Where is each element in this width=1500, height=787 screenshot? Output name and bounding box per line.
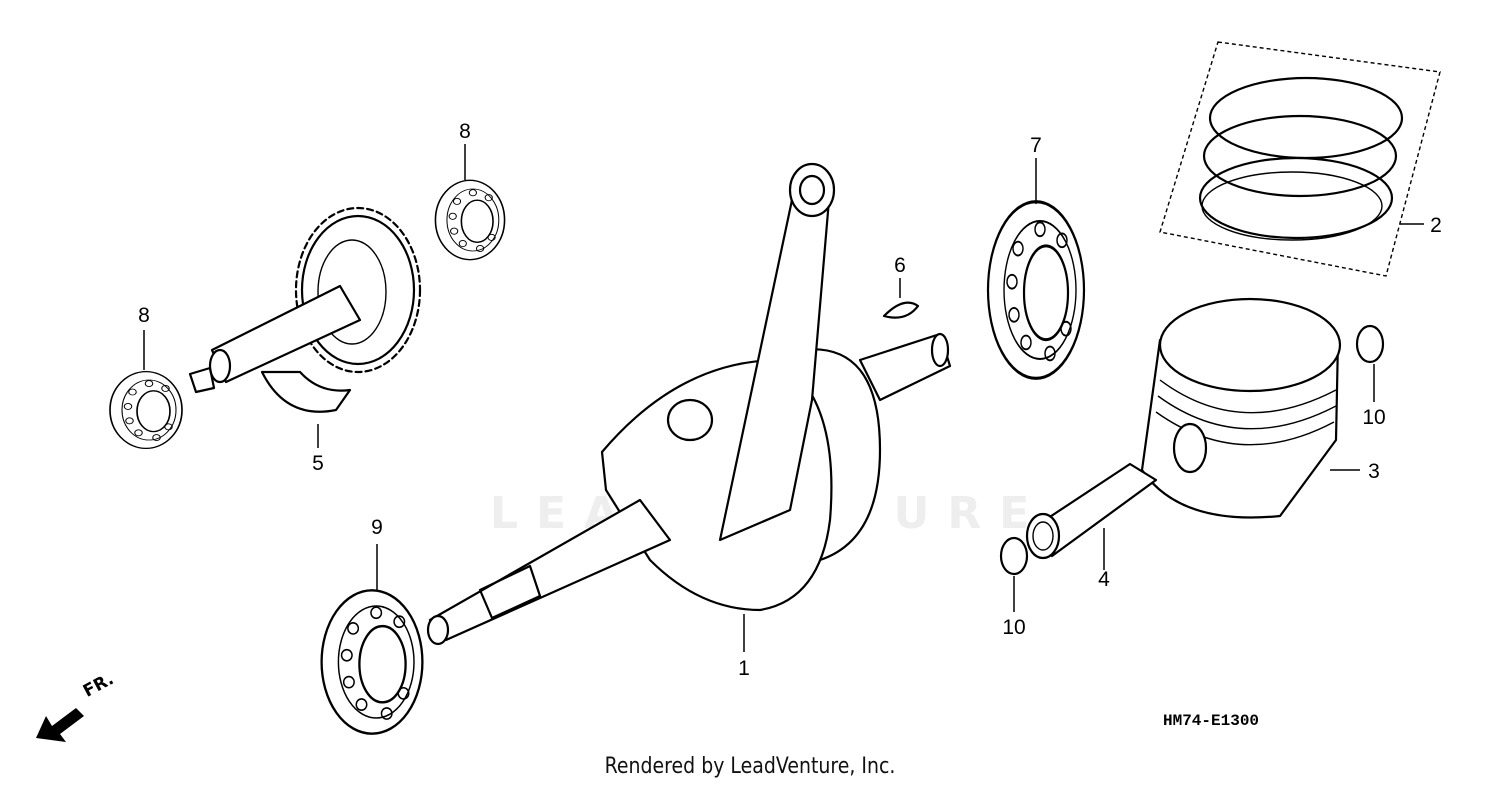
credit-line: Rendered by LeadVenture, Inc.: [604, 754, 896, 779]
bearing-right[interactable]: [986, 200, 1086, 380]
callout-clip-left: 10: [1002, 616, 1025, 639]
callout-crankshaft: 1: [738, 657, 750, 680]
callout-piston: 3: [1368, 460, 1380, 483]
callout-balancer-shaft: 5: [312, 452, 324, 475]
crankshaft[interactable]: [426, 162, 952, 646]
callout-clip-right: 10: [1362, 406, 1385, 429]
clip-right[interactable]: [1355, 324, 1385, 364]
callout-woodruff-key: 6: [894, 254, 906, 277]
front-arrow-icon: [36, 708, 84, 742]
diagram-code: HM74-E1300: [1163, 712, 1260, 730]
callout-bearing-left: 8: [138, 304, 150, 327]
piston-rings[interactable]: [1159, 41, 1441, 277]
callout-bearing-right: 7: [1030, 134, 1042, 157]
piston[interactable]: [1140, 297, 1342, 519]
bearing-bottom[interactable]: [320, 589, 424, 735]
bearing-left[interactable]: [109, 370, 183, 450]
piston-pin[interactable]: [1025, 462, 1158, 560]
woodruff-key[interactable]: [882, 301, 920, 319]
callout-piston-pin: 4: [1098, 568, 1110, 591]
balancer-shaft[interactable]: [188, 206, 422, 413]
bearing-top[interactable]: [434, 179, 506, 261]
callout-bearing-top: 8: [459, 120, 471, 143]
callout-piston-rings: 2: [1430, 214, 1442, 237]
callout-bearing-bottom: 9: [371, 516, 383, 539]
clip-left[interactable]: [999, 536, 1029, 576]
